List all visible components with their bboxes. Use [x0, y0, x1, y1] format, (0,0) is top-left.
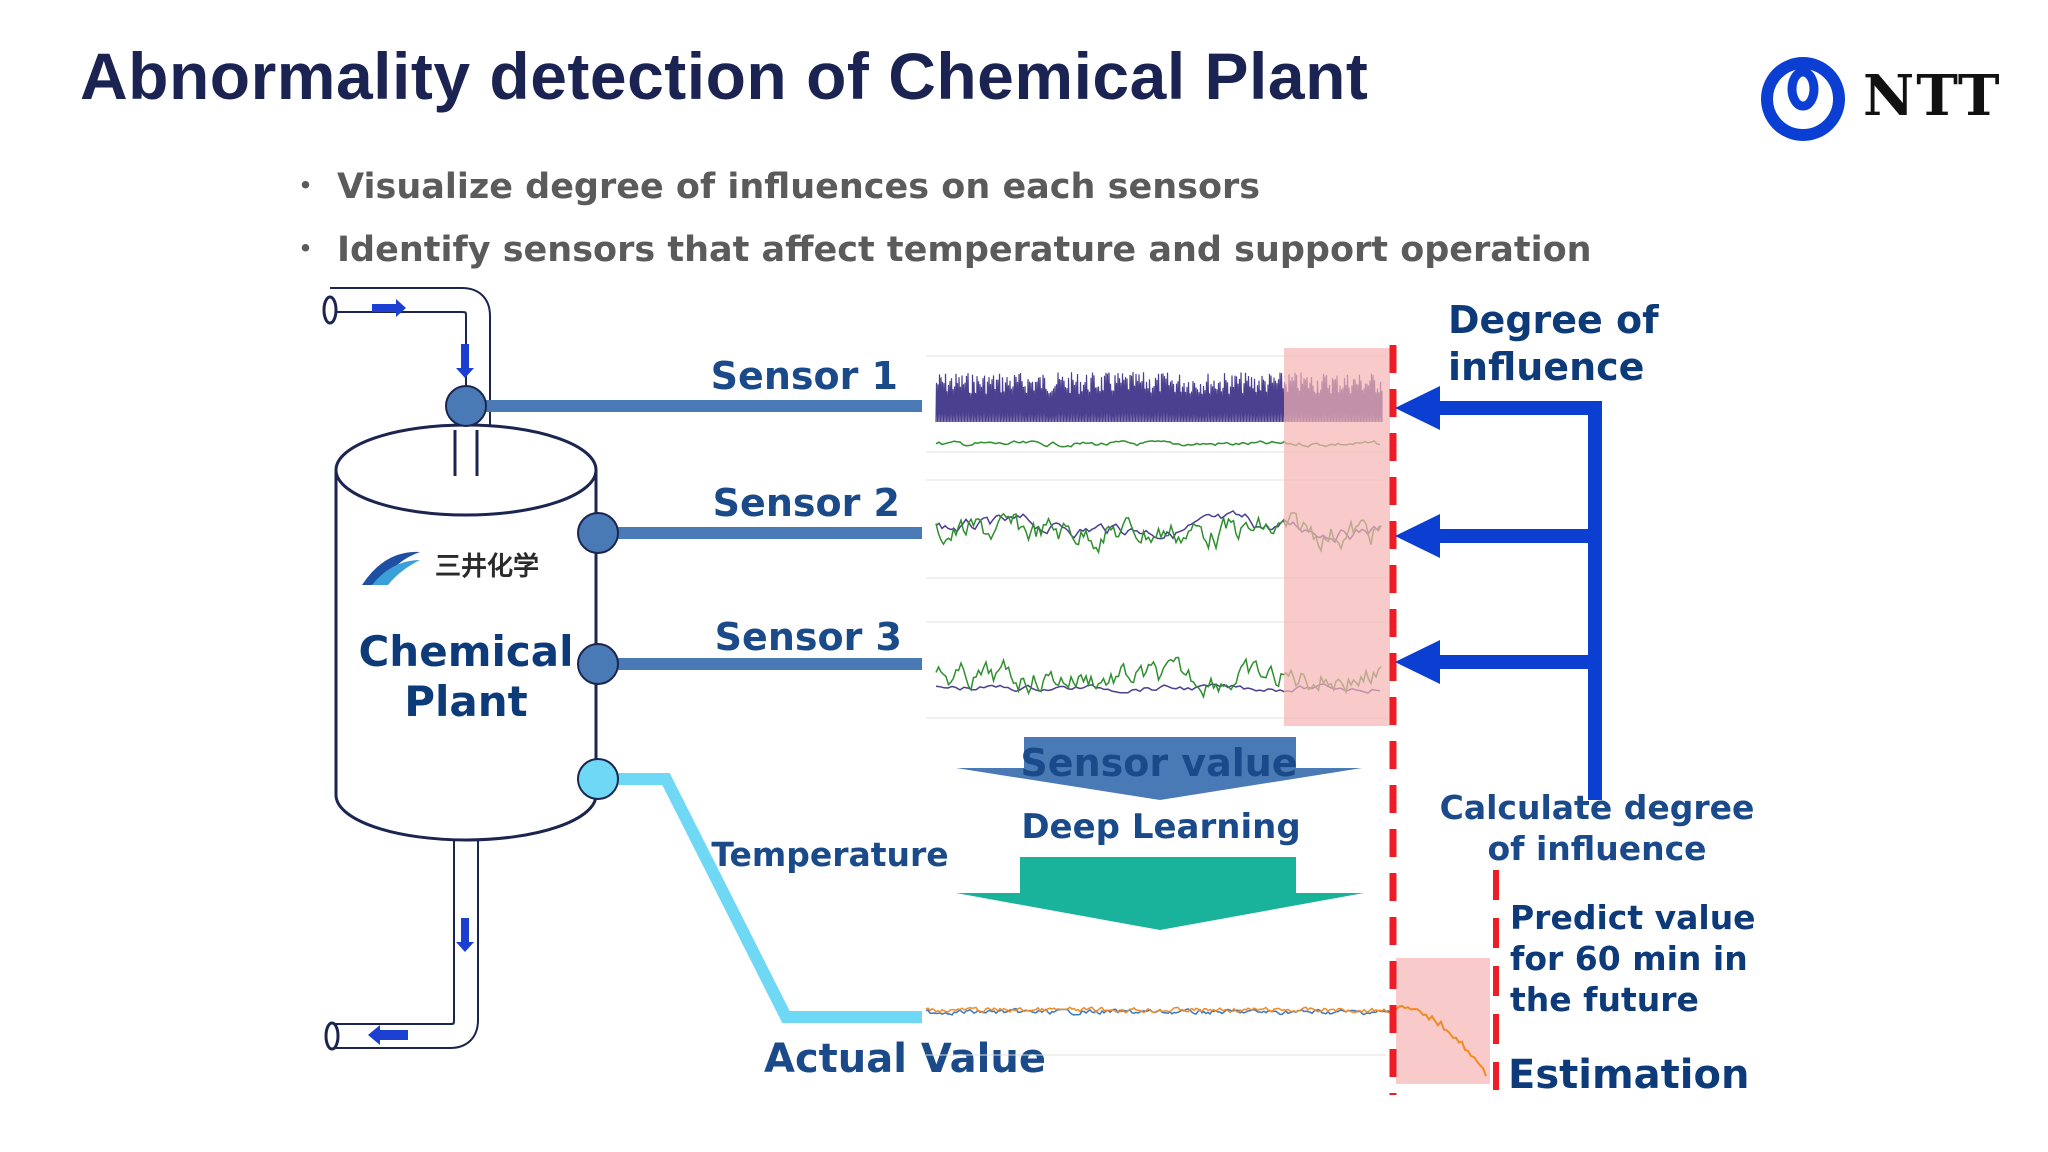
actual-value-label: Actual Value [764, 1036, 1046, 1082]
estimation-highlight [1396, 958, 1490, 1084]
sensor-2-node [577, 512, 619, 554]
bullet-marker: ・ [288, 167, 324, 207]
flow-arrow-icon [368, 1025, 408, 1045]
ntt-logo: NTT [1755, 55, 2000, 145]
actual-value-chart [925, 1006, 1391, 1056]
outlet-pipe [324, 840, 479, 1051]
ntt-logo-text: NTT [1863, 63, 2002, 129]
flow-arrow-icon [372, 299, 406, 317]
arrow-head-icon [1395, 514, 1440, 558]
actual-value-series [925, 1006, 1391, 1014]
sensor-1-node [445, 385, 487, 427]
influence-title: Degree of [1448, 298, 1659, 342]
prediction-label: the future [1510, 980, 1699, 1019]
deep-learning-label: Deep Learning [1021, 807, 1300, 847]
plant-label: Plant [404, 677, 528, 726]
bullet-list: ・ Visualize degree of influences on each … [288, 158, 1592, 284]
prediction-label: Predict value [1510, 898, 1756, 937]
prediction-label: for 60 min in [1510, 939, 1748, 978]
arrow-head-icon [1395, 640, 1440, 684]
sensor-3-node [577, 643, 619, 685]
estimation-label: Estimation [1508, 1052, 1749, 1098]
ntt-logo-icon [1761, 57, 1845, 141]
temperature-line [598, 773, 922, 1023]
sensor-3-label: Sensor 3 [715, 615, 902, 659]
deep-learning-arrow [956, 857, 1364, 930]
influence-highlight [1284, 348, 1390, 726]
influence-title: influence [1448, 345, 1644, 389]
temperature-node [577, 758, 619, 800]
mitsui-chemicals-logo: 三井化学 [362, 551, 539, 585]
sensor-value-label: Sensor value [1020, 741, 1297, 785]
bullet-item: ・ Visualize degree of influences on each … [288, 158, 1592, 209]
sensor-value-arrow: Sensor value [956, 737, 1362, 800]
bullet-text: Visualize degree of influences on each s… [337, 167, 1261, 207]
sensor-1-label: Sensor 1 [711, 354, 898, 398]
calc-influence-label: of influence [1487, 829, 1706, 868]
bullet-text: Identify sensors that affect temperature… [337, 230, 1592, 270]
calc-influence-label: Calculate degree [1440, 788, 1755, 827]
inlet-pipe [322, 287, 491, 470]
bullet-marker: ・ [288, 230, 324, 270]
plant-label: Chemical [358, 627, 573, 676]
influence-arrows [1395, 386, 1602, 800]
temperature-label: Temperature [711, 835, 948, 874]
chemical-plant-tank [334, 423, 598, 842]
slide-title: Abnormality detection of Chemical Plant [80, 39, 1369, 113]
bullet-item: ・ Identify sensors that affect temperatur… [288, 221, 1592, 272]
flow-arrow-icon [456, 344, 474, 378]
sensor-2-label: Sensor 2 [713, 481, 900, 525]
flow-arrow-icon [456, 918, 474, 952]
arrow-head-icon [1395, 386, 1440, 430]
estimation-series [1395, 1004, 1487, 1077]
partner-logo-text: 三井化学 [435, 551, 539, 582]
